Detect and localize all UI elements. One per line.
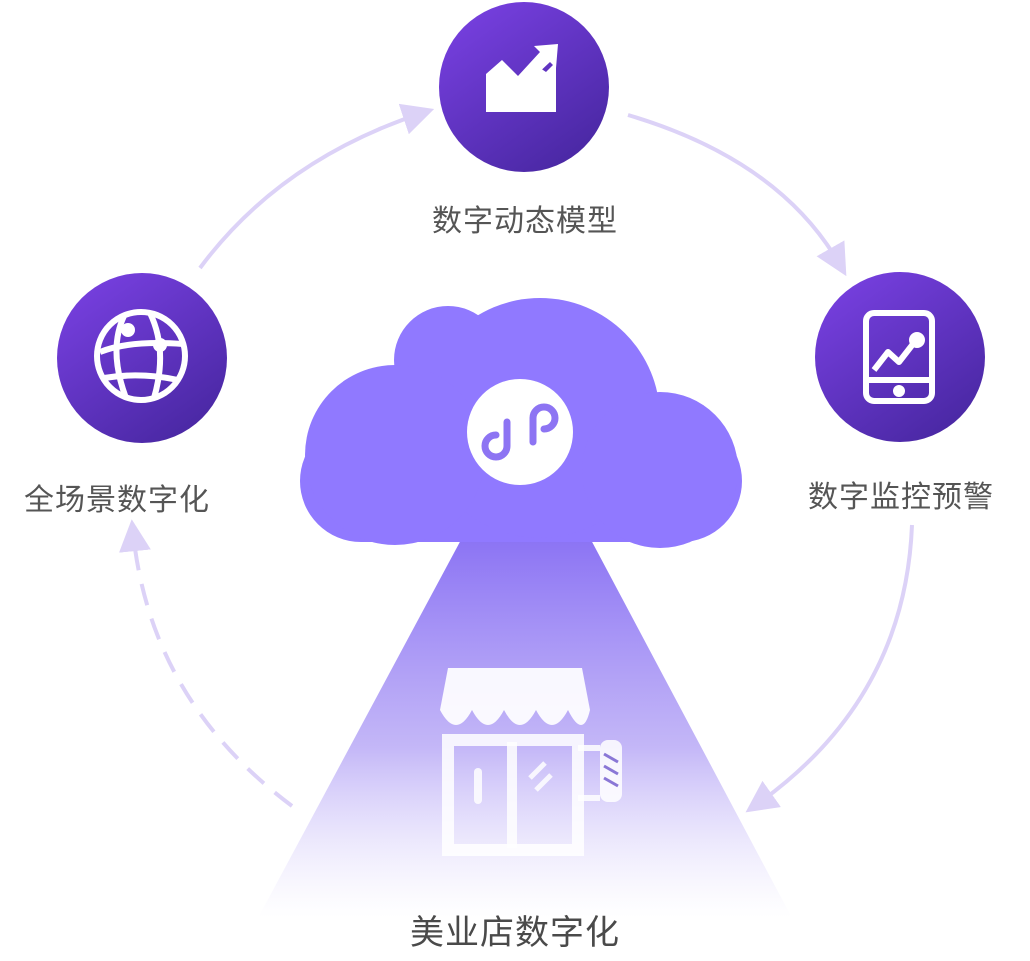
- cloud-beam: [258, 538, 792, 918]
- label-top: 数字动态模型: [432, 204, 618, 239]
- arrow-bottom-to-left-dashed: [119, 519, 294, 808]
- arrow-left-to-top: [198, 103, 435, 270]
- tablet-chart-icon: [863, 310, 935, 404]
- label-left: 全场景数字化: [24, 483, 210, 518]
- globe-network-icon: [94, 309, 188, 403]
- node-left-circle[interactable]: [57, 273, 227, 443]
- mini-program-badge: [467, 379, 573, 485]
- arrow-top-to-right: [627, 113, 847, 277]
- mini-program-icon: [481, 403, 559, 461]
- storefront-icon: [440, 668, 622, 856]
- label-right: 数字监控预警: [808, 480, 994, 515]
- label-bottom: 美业店数字化: [410, 913, 620, 953]
- trending-chart-icon: [486, 44, 558, 112]
- arrow-right-to-bottom: [745, 524, 914, 813]
